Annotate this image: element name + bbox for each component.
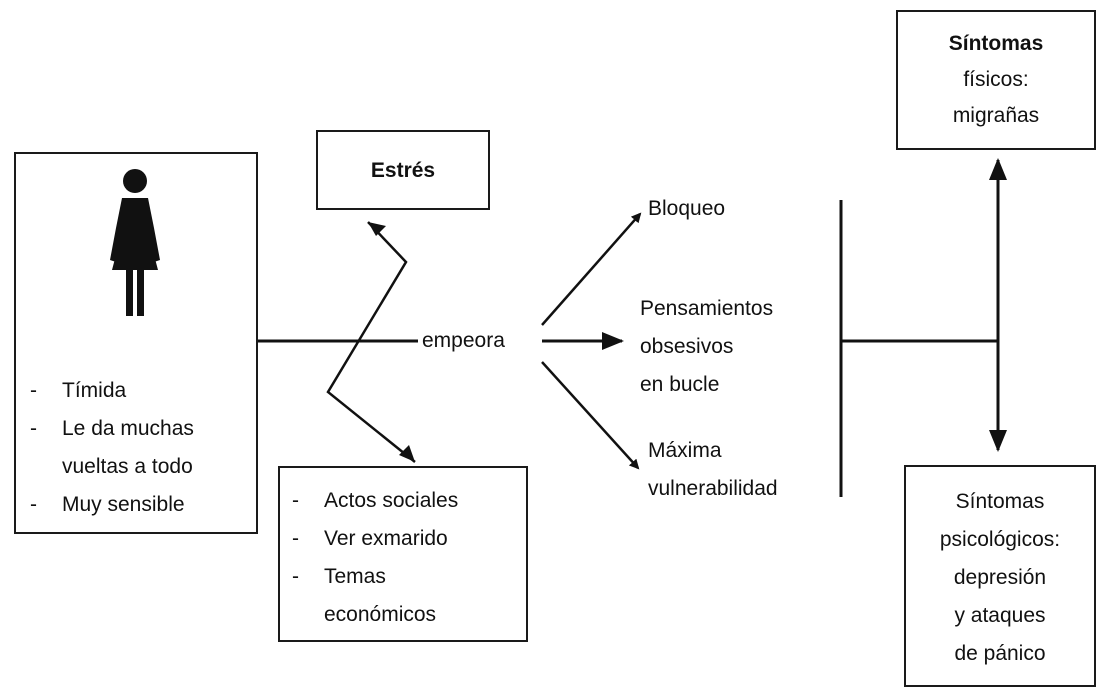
zigzag-arrow-top xyxy=(368,222,386,236)
woman-icon xyxy=(110,169,160,316)
stress-zigzag xyxy=(326,221,416,463)
effect-vulnerabilidad: Máxima vulnerabilidad xyxy=(648,439,778,500)
empeora-label: empeora xyxy=(420,328,507,354)
effect-bloqueo: Bloqueo xyxy=(648,197,726,220)
trigger-item: económicos xyxy=(324,603,437,626)
physical-symptoms-box: Síntomas físicos: migrañas xyxy=(896,10,1096,150)
effect-pensamientos: Pensamientos obsesivos en bucle xyxy=(640,297,774,396)
person-box: -Tímida -Le da muchas vueltas a todo -Mu… xyxy=(14,152,258,534)
trigger-item: -Temas xyxy=(292,565,386,588)
trigger-item: -Ver exmarido xyxy=(292,527,448,550)
arrow-to-bloqueo xyxy=(541,212,642,326)
zigzag-arrow-bottom xyxy=(399,445,415,462)
person-traits: -Tímida -Le da muchas vueltas a todo -Mu… xyxy=(30,372,194,524)
stress-box: Estrés xyxy=(316,130,490,210)
trigger-item: -Actos sociales xyxy=(292,489,459,512)
psychological-symptoms-box: Síntomas psicológicos: depresión y ataqu… xyxy=(904,465,1096,687)
trait-item: vueltas a todo xyxy=(62,455,193,478)
stress-label: Estrés xyxy=(370,159,436,182)
trait-item: -Le da muchas xyxy=(30,417,194,440)
triggers-list: -Actos sociales -Ver exmarido -Temas eco… xyxy=(292,482,458,634)
trait-item: -Muy sensible xyxy=(30,493,185,516)
triggers-box: -Actos sociales -Ver exmarido -Temas eco… xyxy=(278,466,528,642)
psychological-symptoms-text: Síntomas psicológicos: depresión y ataqu… xyxy=(939,490,1061,665)
physical-symptoms-text: Síntomas físicos: migrañas xyxy=(948,32,1044,127)
trait-item: -Tímida xyxy=(30,379,127,402)
arrow-to-vulnerabilidad xyxy=(541,361,640,470)
